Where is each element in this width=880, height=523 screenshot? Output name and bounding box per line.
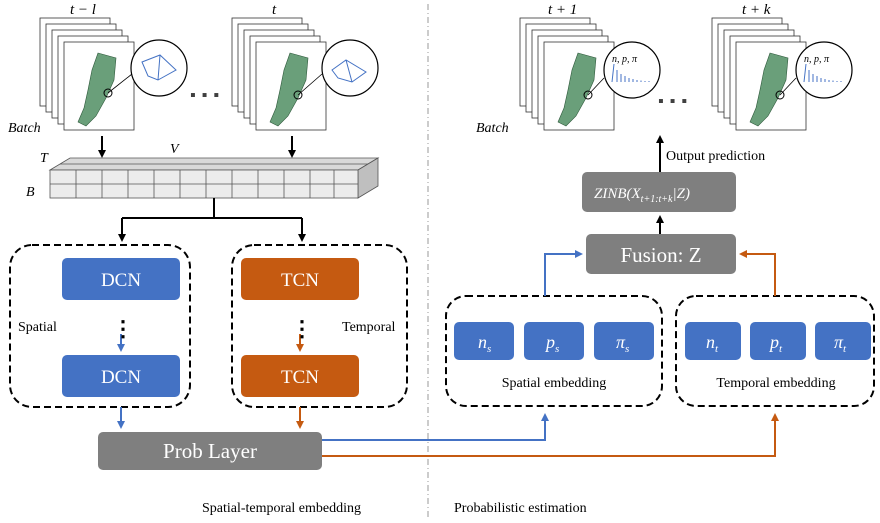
fusion-label: Fusion: Z [620,243,701,267]
arrow-spatial-embedding-to-fusion [544,250,583,296]
spatial-embedding-box [445,295,663,407]
frame-label-t: t [272,2,277,18]
zoom-graph-right [293,39,379,100]
batch-label-left: Batch [8,121,41,136]
p-t-label: pt [768,332,783,355]
spatial-group-box [9,244,191,408]
tensor-label-B: B [26,185,35,200]
spatial-temporal-embedding-caption: Spatial-temporal embedding [202,501,361,516]
pi-s-label: πs [616,332,629,355]
zoom-distribution-right [775,41,853,100]
dcn-bottom-block [62,355,180,397]
ellipsis-output: ▪ ▪ ▪ [658,93,688,110]
input-frame-stack-left [39,17,135,131]
input-tensor [48,157,380,199]
tcn-top-block [241,258,359,300]
p-s-label: ps [544,332,559,355]
dcn-bottom-label: DCN [101,367,141,388]
temporal-group-box [231,244,408,408]
arrow-prob-to-temporal-embedding [322,413,779,457]
spatial-label: Spatial [18,320,57,335]
input-frame-stack-right [231,17,327,131]
dcn-vdots: ⋮ [112,316,134,341]
pi-s-block [594,322,654,360]
tcn-vdots: ⋮ [291,316,313,341]
zoom-graph-left [103,39,188,98]
fusion-block [586,234,736,274]
dcn-top-label: DCN [101,270,141,291]
p-s-block [524,322,584,360]
output-prediction-label: Output prediction [666,149,765,164]
arrow-temporal-embedding-to-fusion [739,250,776,296]
batch-label-right: Batch [476,121,509,136]
pi-t-label: πt [834,332,847,355]
zoom-params-left: n, p, π [612,54,638,65]
zinb-label: ZINB(Xt+1:t+k|Z) [594,186,690,205]
tensor-label-V: V [170,142,180,157]
temporal-embedding-label: Temporal embedding [716,376,835,391]
spatial-embedding-label: Spatial embedding [502,376,607,391]
tcn-top-label: TCN [281,270,319,291]
tensor-label-T: T [40,151,49,166]
frame-label-t-plus-k: t + k [742,2,771,18]
tcn-bottom-label: TCN [281,367,319,388]
temporal-label: Temporal [342,320,396,335]
frame-label-t-plus-1: t + 1 [548,2,577,18]
zoom-distribution-left [583,41,661,100]
n-t-block [685,322,741,360]
output-frame-stack-right [711,17,807,131]
n-t-label: nt [706,332,719,355]
pi-t-block [815,322,871,360]
n-s-block [454,322,514,360]
arrow-prob-to-spatial-embedding [322,413,549,441]
tcn-bottom-block [241,355,359,397]
zoom-params-right: n, p, π [804,54,830,65]
p-t-block [750,322,806,360]
dcn-top-block [62,258,180,300]
n-s-label: ns [478,332,491,355]
zinb-block [582,172,736,212]
frame-label-t-minus-l: t − l [70,2,96,18]
output-frame-stack-left [519,17,615,131]
prob-layer-label: Prob Layer [163,439,257,463]
tensor-split-line [122,198,302,219]
probabilistic-estimation-caption: Probabilistic estimation [454,501,587,516]
ellipsis-input: ▪ ▪ ▪ [190,87,220,104]
prob-layer-block [98,432,322,470]
